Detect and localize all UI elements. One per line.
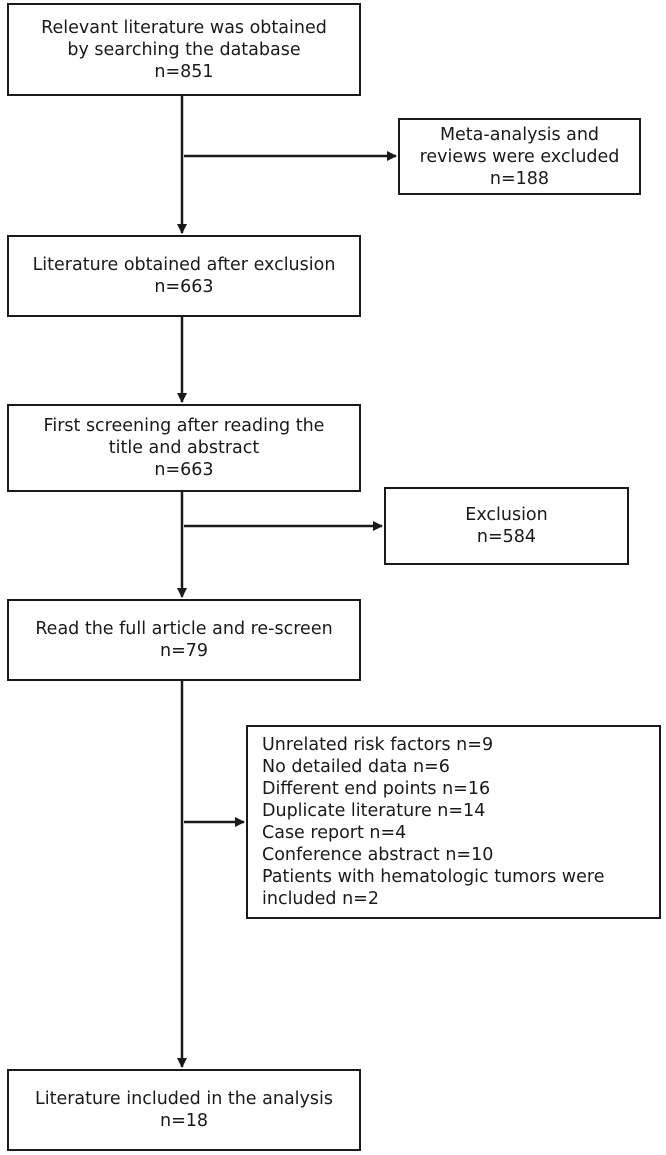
- search-count: n=851: [154, 61, 214, 82]
- included-count: n=18: [159, 1111, 209, 1131]
- first-screening-count: n=663: [154, 460, 214, 480]
- after-exclusion-count: n=663: [154, 277, 214, 297]
- reason-hematologic-tumors-line-2: included n=2: [262, 889, 379, 909]
- exclusion-label: Exclusion: [465, 505, 548, 525]
- box-exclusion: Exclusion n=584: [384, 487, 629, 565]
- search-line-2: by searching the database: [67, 39, 301, 60]
- exclusion-count: n=584: [476, 527, 537, 547]
- reason-duplicate-literature: Duplicate literature n=14: [262, 801, 486, 821]
- box-excluded-reviews: Meta-analysis and reviews were excluded …: [398, 118, 641, 195]
- box-exclusion-reasons: Unrelated risk factors n=9 No detailed d…: [246, 725, 661, 919]
- box-first-screening: First screening after reading the title …: [7, 404, 361, 492]
- reason-case-report: Case report n=4: [262, 823, 407, 843]
- box-after-exclusion: Literature obtained after exclusion n=66…: [7, 235, 361, 317]
- excluded-reviews-line-1: Meta-analysis and: [439, 124, 600, 145]
- excluded-reviews-count: n=188: [489, 168, 550, 189]
- reason-no-detailed-data: No detailed data n=6: [262, 757, 450, 777]
- excluded-reviews-line-2: reviews were excluded: [419, 146, 620, 167]
- reason-unrelated-risk-factors: Unrelated risk factors n=9: [262, 735, 494, 755]
- box-included: Literature included in the analysis n=18: [7, 1069, 361, 1151]
- first-screening-line-2: title and abstract: [108, 438, 260, 458]
- search-line-1: Relevant literature was obtained: [41, 17, 327, 38]
- reason-different-end-points: Different end points n=16: [262, 779, 491, 799]
- full-article-count: n=79: [159, 641, 209, 661]
- after-exclusion-line-1: Literature obtained after exclusion: [32, 255, 336, 275]
- first-screening-line-1: First screening after reading the: [43, 416, 325, 436]
- box-full-article: Read the full article and re-screen n=79: [7, 599, 361, 681]
- included-line-1: Literature included in the analysis: [35, 1089, 333, 1109]
- full-article-line-1: Read the full article and re-screen: [35, 619, 333, 639]
- box-search-results: Relevant literature was obtained by sear…: [7, 3, 361, 96]
- reason-hematologic-tumors-line-1: Patients with hematologic tumors were: [262, 867, 605, 887]
- reason-conference-abstract: Conference abstract n=10: [262, 845, 494, 865]
